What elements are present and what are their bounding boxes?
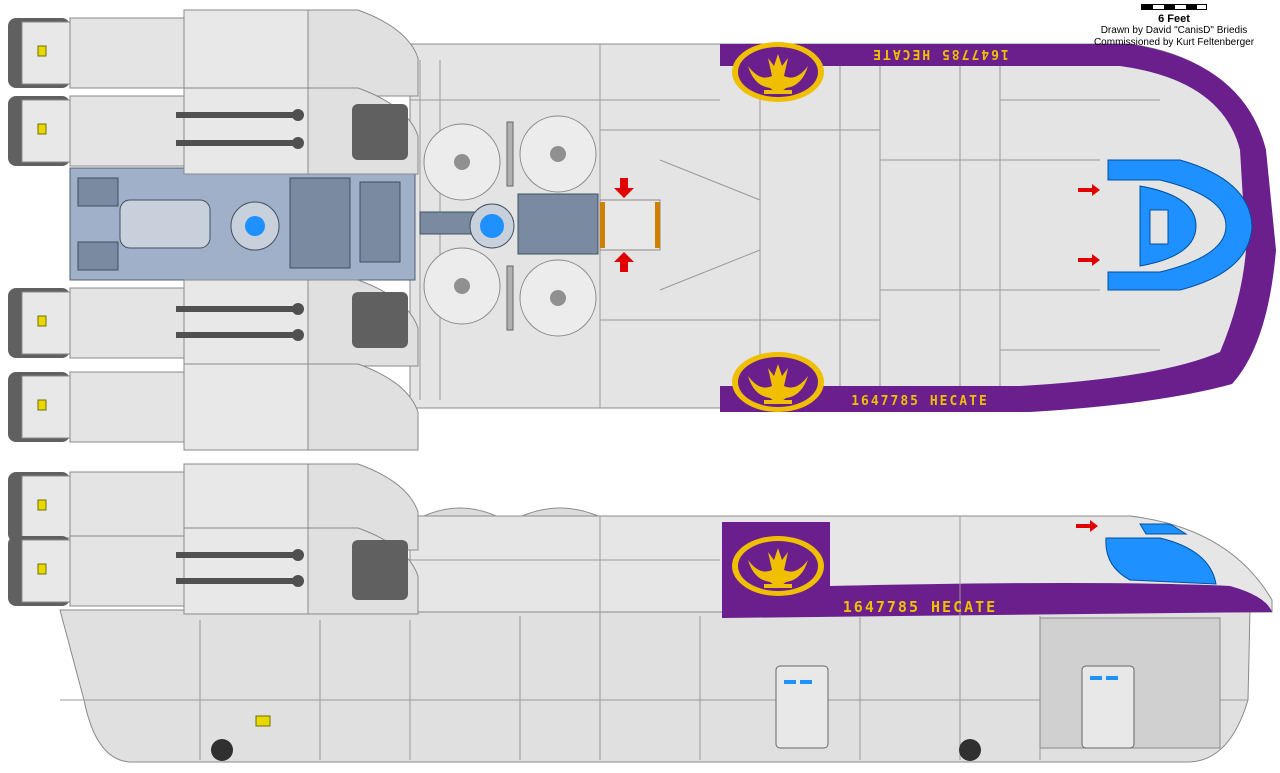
top-strut-upper [506,121,514,187]
side-domes [423,507,599,517]
top-view [7,9,1276,451]
side-emblem [732,536,824,596]
side-gun-barrels [176,549,304,587]
top-purple-stripe [720,44,1276,412]
top-hatch-stripe-right [655,202,660,248]
top-hatch-stripe-left [600,202,605,248]
top-registry-upper: 1647785 HECATE [871,46,1009,61]
side-canopy-top [1139,523,1188,535]
top-canopy-frame [1149,209,1169,245]
top-warning-arrows [614,178,1100,272]
side-canopy [1105,537,1217,585]
drawn-by-credit: Drawn by David "CanisD" Briedis [1100,25,1248,36]
top-gun-barrels [176,109,304,341]
top-engine-bay-detail [77,177,599,271]
top-intakes [352,104,408,348]
side-wheels [211,739,981,761]
top-corridor [599,199,661,251]
side-lower-hull [59,609,1251,763]
side-yellow-light [255,715,271,727]
side-view [7,463,1273,763]
top-canopy [1107,159,1253,291]
side-doors [775,665,1135,749]
top-reactor-light [245,216,265,236]
side-intake [352,540,408,600]
scale-label: 6 Feet [1158,13,1190,25]
scale-bar [1141,4,1207,10]
top-panel-lines [410,44,1160,408]
commissioned-by-credit: Commissioned by Kurt Feltenberger [1093,37,1255,48]
side-registry: 1647785 HECATE [843,598,997,616]
top-emblem-upper [732,42,824,102]
top-engine-pod-1 [7,9,419,97]
top-turret-light [480,214,504,238]
top-engine-pod-4 [7,363,419,451]
top-round-hatches [423,115,597,337]
top-strut-lower [506,265,514,331]
side-purple-band [722,522,1272,618]
credits-block: 6 Feet Drawn by David "CanisD" Briedis C… [1074,2,1274,49]
top-registry-lower: 1647785 HECATE [851,394,989,409]
side-arrow [1076,520,1098,532]
top-emblem-lower [732,352,824,412]
